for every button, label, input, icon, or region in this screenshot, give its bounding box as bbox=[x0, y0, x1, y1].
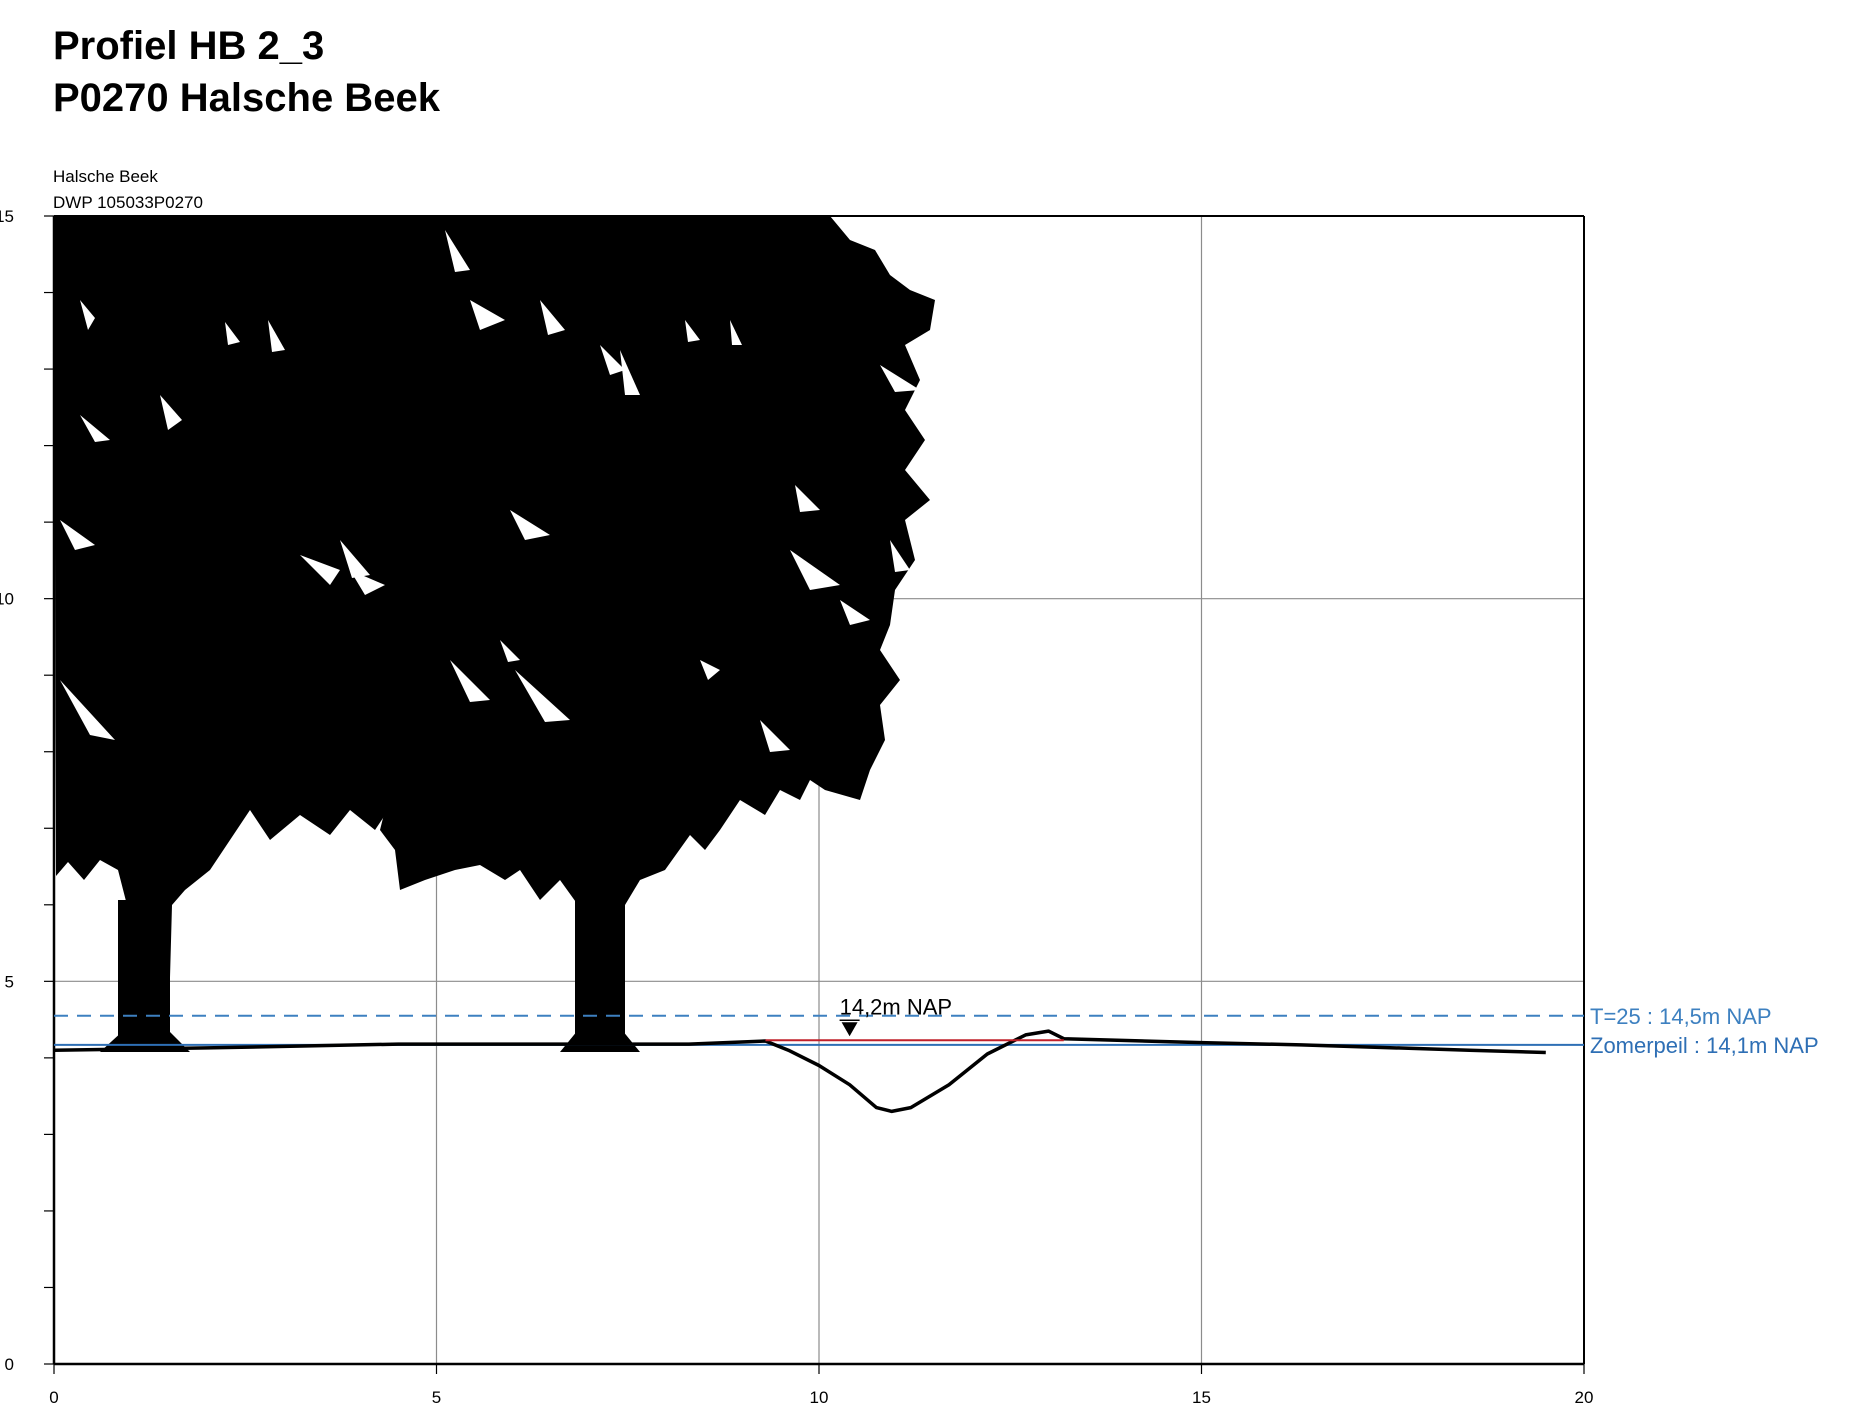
y-tick-label: 5 bbox=[5, 972, 14, 991]
x-tick-label: 20 bbox=[1575, 1388, 1594, 1407]
chart-title-line-2: P0270 Halsche Beek bbox=[53, 76, 440, 120]
water-level-annotation: 14,2m NAP bbox=[765, 994, 1064, 1042]
canopy-gaps bbox=[60, 230, 920, 752]
y-tick-label: 15 bbox=[0, 207, 14, 226]
subtitle-water-name: Halsche Beek bbox=[53, 167, 158, 186]
tree-silhouettes bbox=[54, 216, 935, 1052]
reference-line-label: T=25 : 14,5m NAP bbox=[1590, 1004, 1772, 1029]
y-tick-label: 10 bbox=[0, 590, 14, 609]
profile-series bbox=[53, 1029, 1546, 1114]
annotation-label: 14,2m NAP bbox=[840, 994, 953, 1019]
tree-silhouette-icon bbox=[54, 216, 545, 1052]
profile-line bbox=[53, 1029, 1546, 1114]
axes: 0 5 10 15 20 0 5 10 15 bbox=[0, 207, 1593, 1407]
x-tick-label: 15 bbox=[1192, 1388, 1211, 1407]
x-tick-label: 5 bbox=[432, 1388, 441, 1407]
subtitle-dwp-code: DWP 105033P0270 bbox=[53, 193, 203, 212]
tree-silhouette-icon bbox=[372, 216, 935, 1052]
reference-line-label: Zomerpeil : 14,1m NAP bbox=[1590, 1033, 1819, 1058]
chart-title-line-1: Profiel HB 2_3 bbox=[53, 24, 325, 68]
down-triangle-icon bbox=[841, 1022, 858, 1037]
x-tick-label: 0 bbox=[49, 1388, 58, 1407]
y-tick-label: 0 bbox=[5, 1355, 14, 1374]
x-tick-label: 10 bbox=[810, 1388, 829, 1407]
